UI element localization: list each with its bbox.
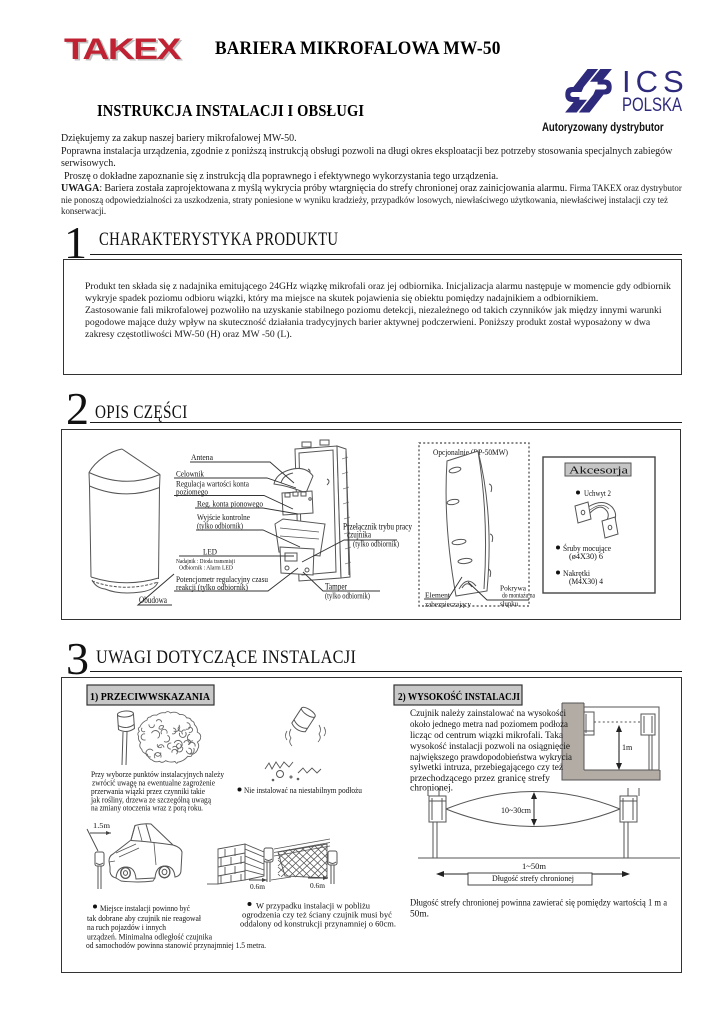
svg-text:reakcji (tylko odbiornik): reakcji (tylko odbiornik) bbox=[176, 582, 248, 592]
svg-text:zabezpieczający: zabezpieczający bbox=[425, 600, 471, 609]
svg-text:Nadajnik : Dioda transmisji: Nadajnik : Dioda transmisji bbox=[176, 558, 235, 565]
svg-text:W przypadku instalacji w pobli: W przypadku instalacji w pobliżu bbox=[256, 901, 371, 911]
svg-text:od samochodów powinna stanowić: od samochodów powinna stanowić przynajmn… bbox=[86, 941, 266, 950]
svg-text:około jednego metra nad poziom: około jednego metra nad poziomem podłoża bbox=[410, 719, 568, 729]
svg-text:chronionej.: chronionej. bbox=[410, 783, 453, 793]
svg-text:zwrócić uwagę na ewentualne za: zwrócić uwagę na ewentualne zagrożenie bbox=[92, 778, 215, 787]
svg-text:Uchwyt 2: Uchwyt 2 bbox=[584, 489, 611, 498]
svg-text:1m: 1m bbox=[622, 743, 633, 752]
svg-text:przerwania wiązki przez czynni: przerwania wiązki przez czynniki takie bbox=[91, 787, 205, 796]
svg-text:Antena: Antena bbox=[191, 452, 213, 462]
svg-text:LED: LED bbox=[203, 547, 217, 557]
svg-text:Opcjonalnie (BP-50MW): Opcjonalnie (BP-50MW) bbox=[433, 448, 508, 457]
svg-text:1.5m: 1.5m bbox=[93, 821, 110, 830]
svg-text:największego prawdopodobieństw: największego prawdopodobieństwa wykrycia bbox=[410, 752, 572, 762]
svg-text:Celownik: Celownik bbox=[176, 469, 205, 479]
svg-text:Element: Element bbox=[425, 591, 451, 600]
svg-text:wysokość instalacji pozwoli na: wysokość instalacji pozwoli na osiągnięc… bbox=[410, 741, 570, 751]
svg-text:Śruby mocujące: Śruby mocujące bbox=[563, 543, 611, 553]
svg-text:50m.: 50m. bbox=[410, 909, 429, 919]
svg-text:Wyjście kontrolne: Wyjście kontrolne bbox=[197, 512, 250, 522]
svg-text:słupku: słupku bbox=[500, 599, 518, 608]
svg-text:czujnika: czujnika bbox=[347, 530, 371, 540]
svg-text:Długość strefy chronionej: Długość strefy chronionej bbox=[492, 874, 574, 883]
svg-text:na zmiany otoczenia wraz z por: na zmiany otoczenia wraz z porą roku. bbox=[91, 803, 203, 812]
svg-text:0.6m: 0.6m bbox=[310, 882, 326, 890]
svg-text:(tylko odbiornik): (tylko odbiornik) bbox=[325, 591, 370, 601]
svg-text:przechodzącego przez granicę s: przechodzącego przez granicę strefy bbox=[410, 773, 550, 783]
svg-text:Pokrywa: Pokrywa bbox=[500, 584, 527, 593]
svg-text:Obudowa: Obudowa bbox=[139, 596, 168, 606]
svg-text:Reg. konta pionowego: Reg. konta pionowego bbox=[197, 499, 263, 509]
svg-text:(tylko odbiornik): (tylko odbiornik) bbox=[353, 539, 399, 549]
svg-text:Czujnik należy zainstalować na: Czujnik należy zainstalować na wysokości bbox=[410, 708, 566, 718]
svg-text:Długość strefy chronionej powi: Długość strefy chronionej powinna zawier… bbox=[410, 898, 667, 908]
svg-text:sylwetki intruza, przebiegając: sylwetki intruza, przebiegającego czy te… bbox=[410, 762, 563, 772]
svg-text:Potencjometr regulacyjny czasu: Potencjometr regulacyjny czasu bbox=[176, 574, 269, 584]
svg-text:oddalony od konstrukcji przyna: oddalony od konstrukcji przynamniej o 60… bbox=[240, 919, 396, 929]
svg-text:Nakrętki: Nakrętki bbox=[563, 569, 591, 578]
svg-text:1~50m: 1~50m bbox=[522, 862, 547, 871]
svg-text:Tamper: Tamper bbox=[325, 582, 347, 592]
svg-text:Akcesorja: Akcesorja bbox=[569, 465, 628, 477]
svg-text:(tylko odbiornik): (tylko odbiornik) bbox=[197, 521, 243, 531]
svg-text:ogrodzenia czy też ściany czuj: ogrodzenia czy też ściany czujnik musi b… bbox=[242, 910, 392, 920]
svg-text:do montażu na: do montażu na bbox=[502, 591, 535, 600]
svg-text:Odbiornik : Alarm LED: Odbiornik : Alarm LED bbox=[179, 565, 233, 572]
svg-text:0.6m: 0.6m bbox=[250, 883, 266, 891]
svg-text:tak dobrane aby czujnik nie re: tak dobrane aby czujnik nie reagował bbox=[87, 914, 202, 923]
svg-text:Nie instalować na niestabilnym: Nie instalować na niestabilnym podłożu bbox=[244, 786, 362, 795]
svg-text:Miejsce instalacji powinno być: Miejsce instalacji powinno być bbox=[100, 904, 190, 913]
svg-text:10~30cm: 10~30cm bbox=[501, 806, 532, 815]
svg-text:Regulacja wartości konta: Regulacja wartości konta bbox=[176, 479, 249, 489]
svg-text:Przy wyborze punktów instalacy: Przy wyborze punktów instalacyjnych nale… bbox=[91, 770, 225, 779]
svg-text:(M4X30) 4: (M4X30) 4 bbox=[569, 577, 603, 586]
svg-text:na ruch pojazdów i innych: na ruch pojazdów i innych bbox=[87, 923, 166, 932]
svg-text:urządzeń. Minimalna odległość: urządzeń. Minimalna odległość czujnika bbox=[87, 933, 212, 942]
svg-text:jak rośliny, drzewa ze szczegó: jak rośliny, drzewa ze szczególną uwagą bbox=[90, 795, 211, 804]
svg-text:poziomego: poziomego bbox=[176, 487, 208, 497]
svg-text:2) WYSOKOŚĆ INSTALACJI: 2) WYSOKOŚĆ INSTALACJI bbox=[398, 691, 520, 703]
svg-text:1) PRZECIWWSKAZANIA: 1) PRZECIWWSKAZANIA bbox=[90, 692, 210, 703]
svg-text:(ø4X30) 6: (ø4X30) 6 bbox=[569, 552, 603, 561]
svg-text:licząc od centrum wiązki mikro: licząc od centrum wiązki mikrofali. Taka bbox=[410, 730, 563, 740]
svg-text:Przełącznik trybu pracy: Przełącznik trybu pracy bbox=[343, 522, 412, 532]
